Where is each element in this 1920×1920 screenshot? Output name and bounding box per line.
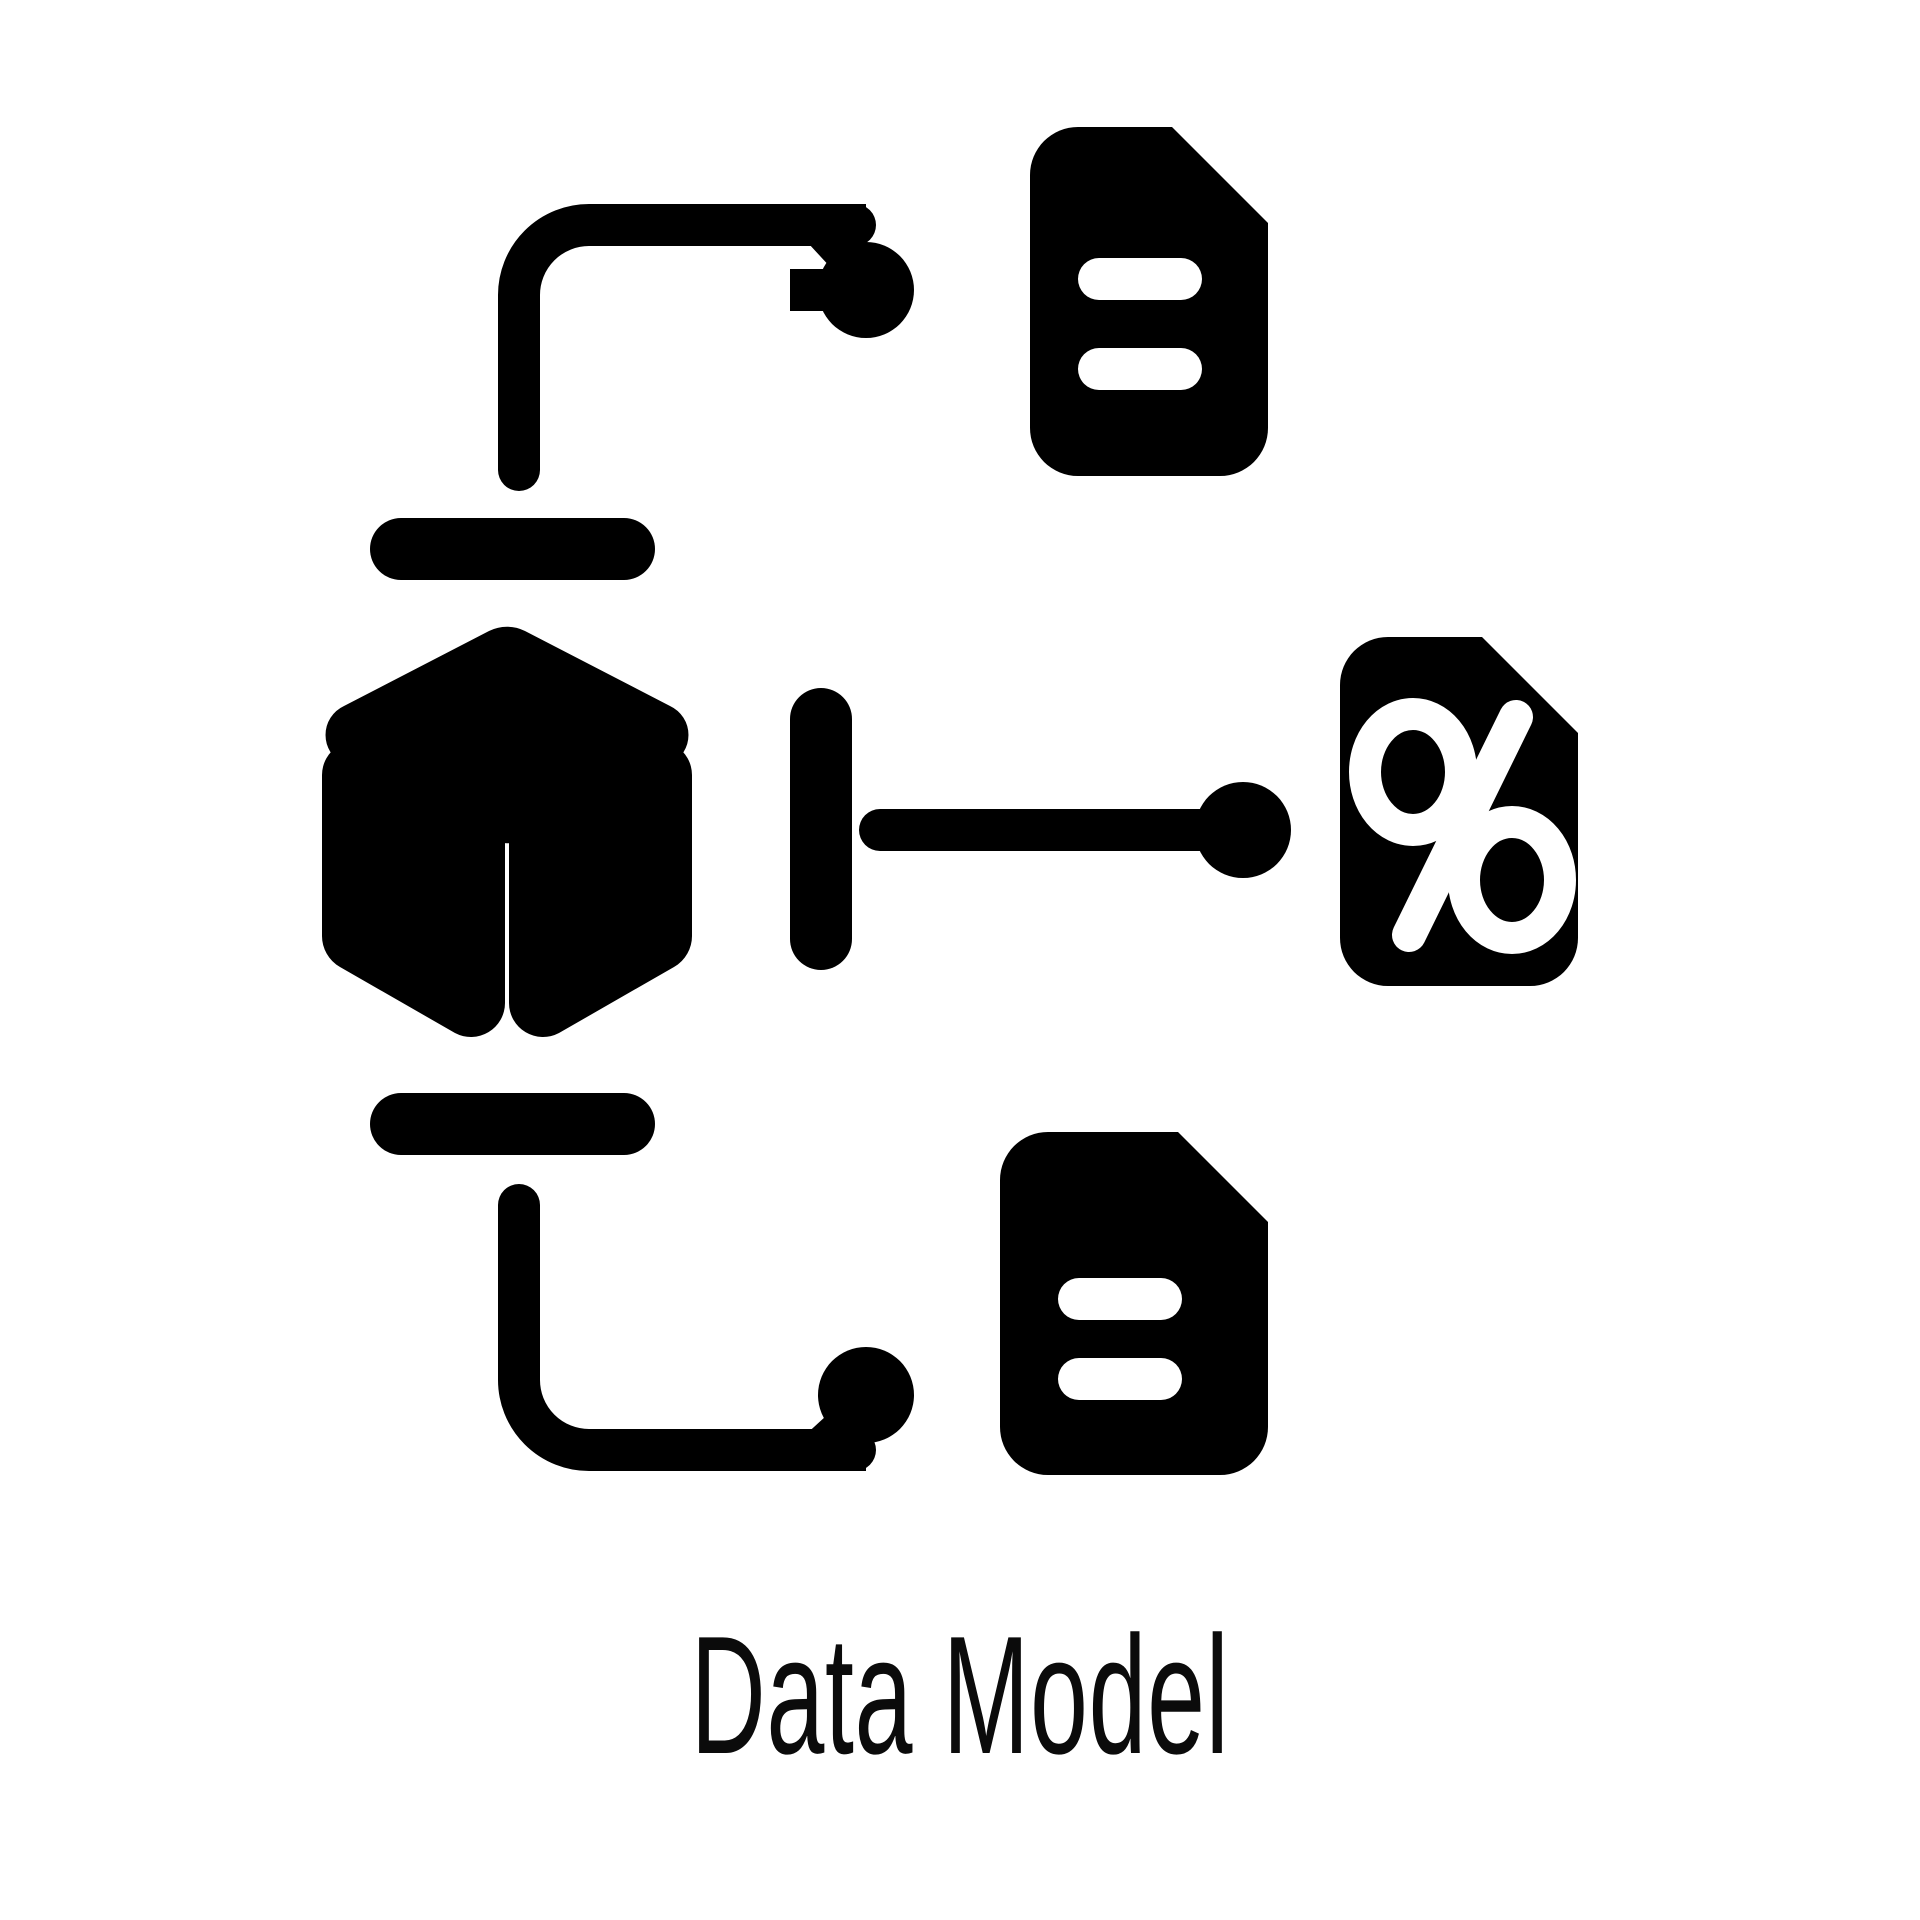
percent-slash — [1392, 700, 1533, 952]
document-top-icon — [1030, 127, 1268, 476]
cube-right-face — [508, 740, 693, 1037]
middle-connector-node — [1195, 782, 1291, 878]
document-bottom-icon — [1000, 1132, 1268, 1475]
top-elbow-connector — [498, 204, 914, 491]
bottom-rail-bar — [370, 1093, 655, 1155]
document-top-page — [1030, 127, 1268, 476]
cube-left-face — [321, 741, 506, 1037]
center-vertical-bar — [790, 688, 852, 970]
document-top-line-2 — [1078, 348, 1202, 390]
bottom-elbow-path — [498, 1184, 876, 1471]
cube-icon — [321, 626, 693, 1037]
top-node-bridge — [799, 204, 901, 311]
icon-caption: Data Model — [690, 1601, 1230, 1789]
middle-connector — [859, 782, 1291, 878]
percent-bottom-circle — [1448, 806, 1576, 954]
top-rail-bar — [370, 518, 655, 580]
percent-top-circle — [1349, 698, 1477, 846]
document-percent-icon — [1340, 637, 1578, 986]
bottom-node-bridge — [799, 1374, 901, 1471]
document-bottom-line-1 — [1058, 1278, 1182, 1320]
document-bottom-line-2 — [1058, 1358, 1182, 1400]
document-top-line-1 — [1078, 258, 1202, 300]
top-elbow-path — [498, 204, 876, 491]
percent-symbol — [1349, 698, 1576, 954]
bottom-elbow-connector — [498, 1184, 914, 1471]
